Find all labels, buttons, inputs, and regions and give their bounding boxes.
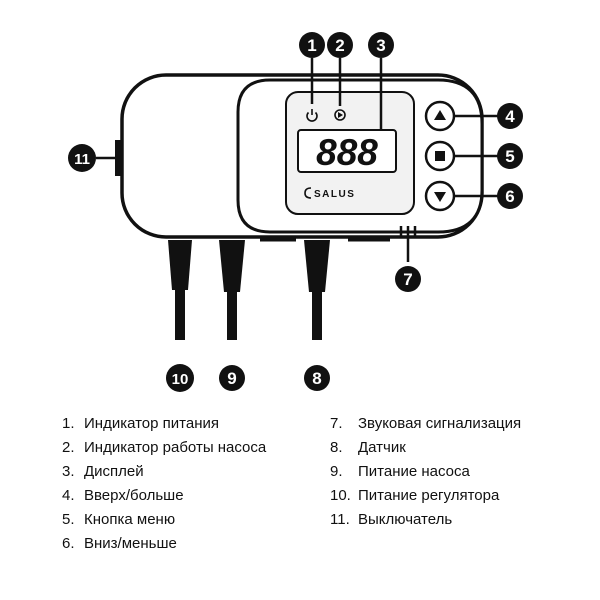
callout-7: 7 (395, 266, 421, 292)
callout-2: 2 (327, 32, 353, 58)
svg-text:6: 6 (505, 187, 514, 206)
pump-indicator-icon (334, 109, 346, 121)
legend-number: 5. (62, 511, 75, 528)
legend-item: 2. Индикатор работы насоса (62, 436, 302, 460)
legend-item: 1. Индикатор питания (62, 412, 302, 436)
legend-item: 7. Звуковая сигнализация (330, 412, 590, 436)
up-arrow-icon (434, 110, 446, 120)
legend-label: Вверх/больше (84, 487, 184, 504)
legend-number: 11. (330, 511, 350, 528)
svg-text:2: 2 (335, 36, 344, 55)
legend-label: Питание насоса (358, 463, 470, 480)
stop-square-icon (435, 151, 445, 161)
legend-number: 10. (330, 487, 351, 504)
svg-text:1: 1 (307, 36, 316, 55)
legend-item: 9. Питание насоса (330, 460, 590, 484)
callout-5: 5 (497, 143, 523, 169)
callout-4: 4 (497, 103, 523, 129)
legend-label: Звуковая сигнализация (358, 415, 522, 432)
down-button[interactable] (424, 180, 456, 212)
power-indicator-icon (306, 109, 318, 122)
cable-regulator-power (168, 240, 192, 340)
callout-9: 9 (219, 365, 245, 391)
svg-text:4: 4 (505, 107, 515, 126)
legend-number: 4. (62, 487, 75, 504)
svg-text:9: 9 (227, 369, 236, 388)
legend-label: Дисплей (84, 463, 144, 480)
legend-number: 3. (62, 463, 75, 480)
down-arrow-icon (434, 192, 446, 202)
legend-item: 6. Вниз/меньше (62, 532, 302, 556)
legend-left: 1. Индикатор питания 2. Индикатор работы… (62, 412, 302, 556)
callout-10: 10 (166, 364, 194, 392)
side-switch[interactable] (115, 140, 123, 176)
legend-item: 8. Датчик (330, 436, 590, 460)
legend-item: 5. Кнопка меню (62, 508, 302, 532)
up-button[interactable] (424, 100, 456, 132)
legend-number: 1. (62, 415, 75, 432)
cable-sensor (304, 240, 330, 340)
svg-text:11: 11 (74, 151, 90, 168)
callout-8: 8 (304, 365, 330, 391)
legend-number: 9. (330, 463, 343, 480)
legend-number: 7. (330, 415, 343, 432)
callout-6: 6 (497, 183, 523, 209)
menu-button[interactable] (424, 140, 456, 172)
legend-number: 8. (330, 439, 343, 456)
legend-label: Кнопка меню (84, 511, 176, 528)
legend-item: 3. Дисплей (62, 460, 302, 484)
svg-text:10: 10 (172, 371, 189, 388)
legend-label: Выключатель (358, 511, 453, 528)
svg-text:8: 8 (312, 369, 321, 388)
legend-label: Питание регулятора (358, 487, 500, 504)
controller-diagram: 888 SALUS (68, 32, 523, 392)
legend-item: 4. Вверх/больше (62, 484, 302, 508)
legend-label: Датчик (358, 439, 406, 456)
legend-label: Вниз/меньше (84, 535, 177, 552)
buzzer-grille (399, 226, 417, 238)
callout-1: 1 (299, 32, 325, 58)
legend-label: Индикатор работы насоса (84, 439, 267, 456)
svg-text:5: 5 (505, 147, 514, 166)
leader-lines (96, 58, 498, 262)
cable-pump-power (219, 240, 245, 340)
legend-number: 6. (62, 535, 75, 552)
legend-number: 2. (62, 439, 75, 456)
legend-label: Индикатор питания (84, 415, 219, 432)
lcd-digits: 888 (316, 132, 378, 173)
svg-text:7: 7 (403, 270, 412, 289)
callout-3: 3 (368, 32, 394, 58)
svg-text:SALUS: SALUS (314, 189, 355, 200)
salus-logo: SALUS (304, 187, 355, 200)
legend-item: 11. Выключатель (330, 508, 590, 532)
legend-right: 7. Звуковая сигнализация 8. Датчик 9. Пи… (330, 412, 590, 532)
svg-text:3: 3 (376, 36, 385, 55)
legend-item: 10. Питание регулятора (330, 484, 590, 508)
callout-11: 11 (68, 144, 96, 172)
lcd-screen (297, 129, 397, 173)
